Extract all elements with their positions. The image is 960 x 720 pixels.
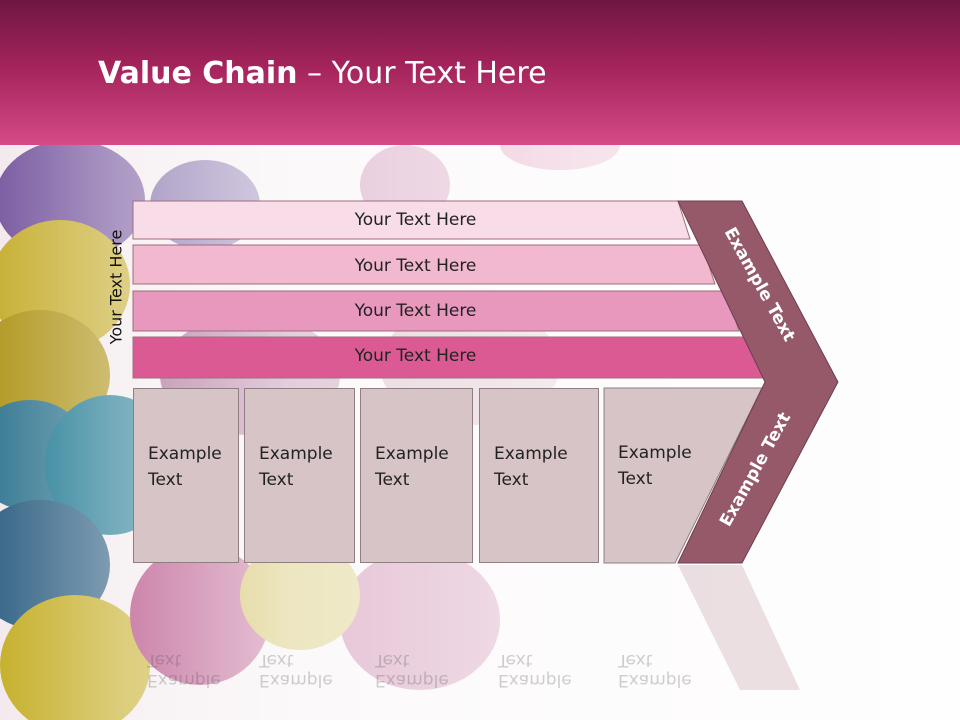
primary-cell-2-label: Example Text: [259, 444, 333, 490]
margin-chevron-reflection: [678, 565, 800, 690]
primary-cell-4-label: Example Text: [494, 444, 568, 490]
support-bar-3-shape: [132, 290, 740, 332]
header-band: Value Chain – Your Text Here: [0, 0, 960, 145]
slide-title-rest: – Your Text Here: [297, 56, 547, 91]
primary-cell-3: Example Text: [360, 388, 473, 563]
primary-cell-5-label: Example Text: [618, 443, 692, 489]
primary-cell-5-shape: [603, 387, 763, 564]
support-bar-2-label: Your Text Here: [354, 256, 477, 276]
primary-cell-1-label: Example Text: [148, 444, 222, 490]
slide-title: Value Chain – Your Text Here: [98, 54, 547, 94]
support-bar-1-label: Your Text Here: [354, 210, 477, 230]
support-bar-4-label: Your Text Here: [354, 346, 477, 366]
support-bar-3-label: Your Text Here: [354, 301, 477, 321]
support-bar-1-shape: [132, 200, 691, 240]
margin-chevron-shape: [677, 200, 839, 564]
support-bar-2-shape: [132, 244, 716, 285]
primary-cell-4: Example Text: [479, 388, 599, 563]
slide-title-bold: Value Chain: [98, 56, 298, 91]
primary-cell-3-label: Example Text: [375, 444, 449, 490]
primary-cell-2: Example Text: [244, 388, 355, 563]
side-label: Your Text Here: [106, 229, 126, 345]
primary-cell-1: Example Text: [133, 388, 239, 563]
